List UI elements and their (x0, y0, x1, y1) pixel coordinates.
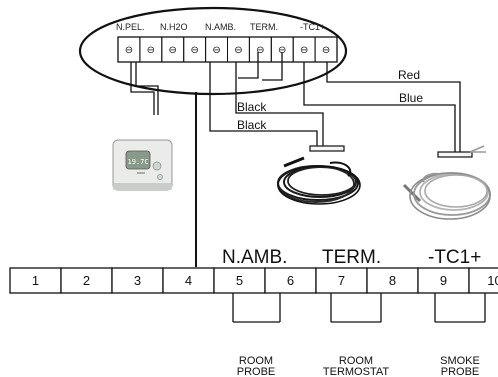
bottom-label-tc1: -TC1+ (428, 247, 481, 268)
bottom-terminal-cell (366, 267, 419, 294)
top-terminal-cell (314, 36, 338, 63)
room-probe-wire-black-lower (209, 62, 318, 148)
probe-label-room-probe-line2: PROBE (237, 366, 276, 377)
bottom-terminal-cell (468, 267, 498, 294)
probe-label-smoke-probe-line1: SMOKE (440, 355, 480, 367)
top-label-term: TERM. (250, 22, 278, 32)
screw-icon: ⊖ (322, 45, 330, 56)
terminal-number: 9 (440, 273, 447, 288)
probe-label-smoke-probe-line2: PROBE (441, 366, 480, 377)
terminal-number: 5 (236, 273, 243, 288)
probe-label-room-probe-line1: ROOM (239, 355, 273, 367)
screw-icon: ⊖ (256, 45, 264, 56)
smoke-probe-device (402, 145, 491, 220)
top-terminal-cells: ⊖ ⊖ ⊖ ⊖ ⊖ ⊖ ⊖ ⊖ ⊖ ⊖ (117, 36, 338, 63)
smoke-probe-wire-red (326, 62, 461, 153)
thermostat-wire-a (130, 62, 155, 115)
terminal-number: 4 (185, 273, 192, 288)
highlight-ellipse (78, 6, 348, 96)
probe-label-room-termostat-line1: ROOM (339, 355, 373, 367)
top-label-npel: N.PEL. (116, 22, 145, 32)
screw-icon: ⊖ (212, 45, 220, 56)
thermostat-knob-icon (152, 161, 162, 171)
thermostat-display: 19.7C (128, 158, 149, 166)
bottom-terminal-cell (60, 267, 113, 294)
screw-icon: ⊖ (278, 45, 286, 56)
wire-label-black-lower: Black (237, 118, 267, 132)
thermostat-screen (125, 150, 151, 170)
wire-label-red: Red (398, 68, 420, 82)
bottom-terminal-cell (417, 267, 470, 294)
smoke-probe-wire-blue (303, 62, 456, 153)
bottom-terminal-cell (9, 267, 62, 294)
top-label-namb: N.AMB. (205, 22, 236, 32)
screw-icon: ⊖ (125, 45, 133, 56)
screw-icon: ⊖ (234, 45, 242, 56)
smoke-probe-head (437, 151, 473, 158)
terminal-number: 6 (287, 273, 294, 288)
terminal-number: 8 (389, 273, 396, 288)
room-probe-wire-black-upper (235, 62, 324, 148)
screw-icon: ⊖ (190, 45, 198, 56)
term-link-b (262, 52, 283, 81)
room-thermostat-device: 19.7C (112, 139, 173, 191)
wires (130, 52, 461, 267)
terminal-number: 7 (338, 273, 345, 288)
bottom-terminal-cell (315, 267, 368, 294)
thermostat-wire-b (135, 62, 159, 115)
bottom-label-namb: N.AMB. (222, 247, 287, 268)
top-label-tc1: -TC1+ (300, 22, 325, 32)
wire-label-blue: Blue (399, 91, 423, 105)
screw-icon: ⊖ (300, 45, 308, 56)
term-link-a (238, 52, 259, 79)
bottom-terminal-cells: 1 2 3 4 5 6 7 8 9 10 (9, 267, 498, 294)
room-probe-device (277, 145, 361, 205)
room-probe-head (309, 145, 345, 152)
probe-labels: ROOM PROBE ROOM TERMOSTAT SMOKE PROBE (237, 355, 480, 377)
wire-label-black-upper: Black (237, 100, 267, 114)
terminal-number: 10 (487, 273, 498, 288)
bottom-label-term: TERM. (322, 247, 381, 268)
terminal-number: 2 (83, 273, 90, 288)
bottom-terminal-block: N.AMB. TERM. -TC1+ 1 2 3 4 5 6 7 8 9 10 (9, 247, 498, 294)
thermostat-button-icon (157, 174, 163, 180)
probe-label-room-termostat-line2: TERMOSTAT (323, 366, 389, 377)
screw-icon: ⊖ (169, 45, 177, 56)
terminal-number: 3 (134, 273, 141, 288)
top-terminal-block: ⊖ ⊖ ⊖ ⊖ ⊖ ⊖ ⊖ ⊖ ⊖ ⊖ N.PEL. N.H2O N.AMB. TERM. -TC… (78, 6, 348, 96)
probe-leads (232, 293, 486, 323)
terminal-number: 1 (32, 273, 39, 288)
bottom-terminal-cell (162, 267, 215, 294)
screw-icon: ⊖ (147, 45, 155, 56)
top-label-nh2o: N.H2O (160, 22, 188, 32)
